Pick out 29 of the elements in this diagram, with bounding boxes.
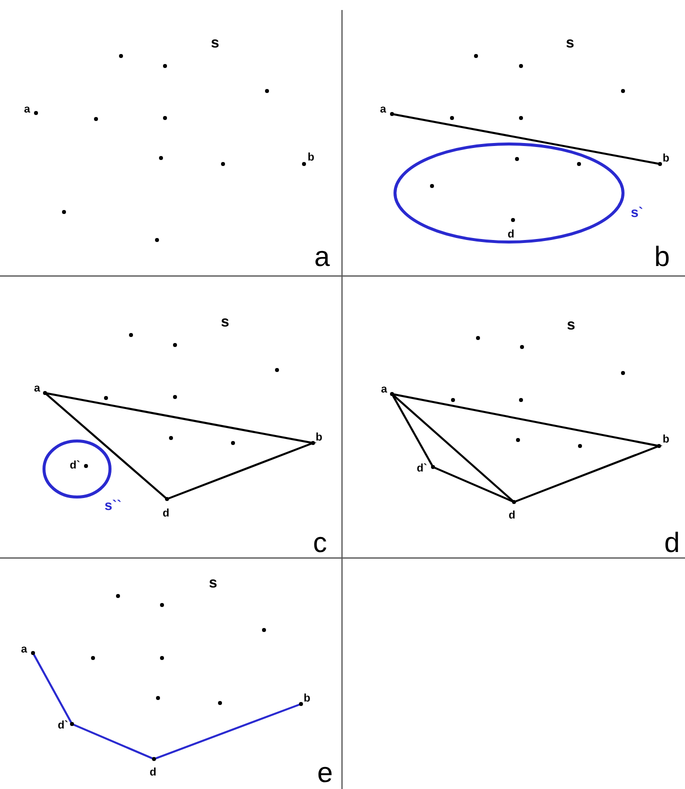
point-label: d`: [70, 460, 80, 472]
point-label: d: [508, 230, 514, 240]
set-label: s: [210, 36, 220, 50]
point-label: b: [308, 152, 314, 164]
subset-label: s``: [104, 498, 122, 512]
set-label: s: [566, 36, 574, 50]
point-label: a: [20, 644, 28, 656]
point-label: a: [34, 384, 40, 394]
set-label: s: [220, 314, 230, 330]
point-label: d: [162, 508, 170, 520]
point-label: b: [662, 154, 670, 164]
point-label: d`: [58, 720, 68, 732]
point-label: b: [316, 432, 322, 444]
point-label: a: [380, 104, 386, 116]
panel-letter: b: [654, 243, 670, 271]
point-label: a: [380, 384, 388, 396]
set-label: s: [566, 318, 576, 332]
subset-label: s`: [630, 205, 644, 219]
point-label: b: [304, 694, 310, 704]
point-label: d: [150, 768, 156, 778]
panel-letter: e: [317, 759, 333, 787]
panel-letter: d: [664, 529, 680, 557]
panel-letter: c: [313, 529, 327, 557]
point-label: b: [662, 434, 670, 446]
point-label: a: [24, 104, 30, 116]
point-label: d: [508, 510, 516, 522]
point-label: d`: [416, 464, 428, 474]
set-label: s: [208, 576, 218, 590]
panel-letter: a: [314, 243, 330, 271]
